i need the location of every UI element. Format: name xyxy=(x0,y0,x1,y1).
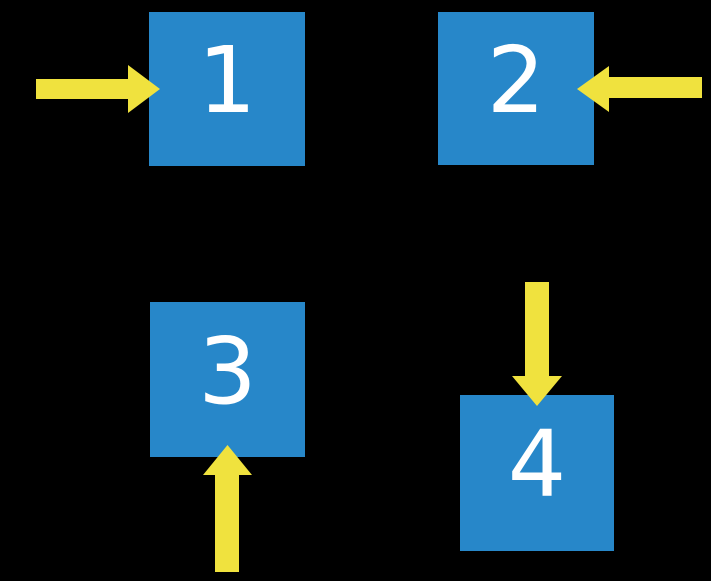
down-arrow-icon xyxy=(512,282,562,406)
up-arrow-icon xyxy=(203,445,252,572)
box-4-label: 4 xyxy=(507,411,567,518)
box-1: 1 xyxy=(149,12,305,166)
box-3: 3 xyxy=(150,302,305,457)
box-2-label: 2 xyxy=(486,26,546,134)
box-4: 4 xyxy=(460,395,614,551)
box-3-label: 3 xyxy=(198,317,257,425)
box-2: 2 xyxy=(438,12,594,165)
right-arrow-icon xyxy=(36,65,160,113)
left-arrow-icon xyxy=(577,66,702,112)
box-1-label: 1 xyxy=(197,27,257,134)
